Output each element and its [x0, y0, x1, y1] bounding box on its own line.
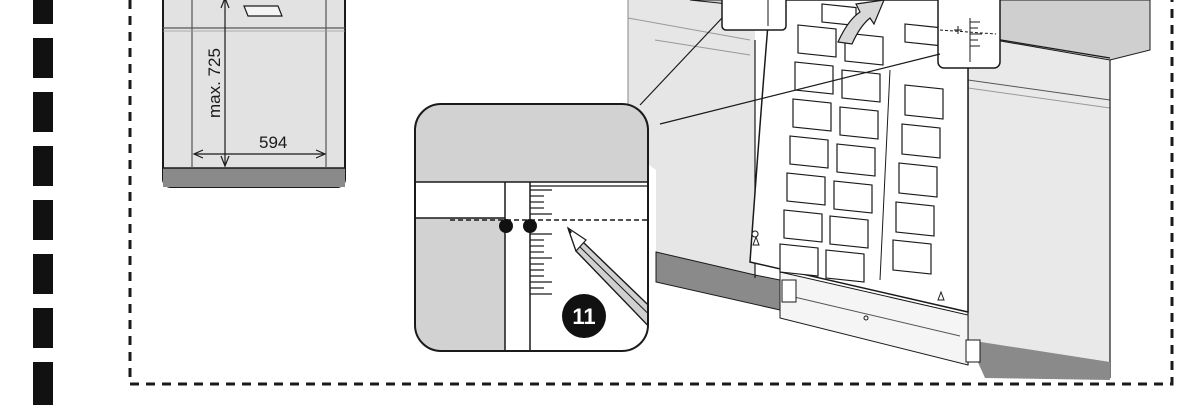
marking-point-left [499, 219, 513, 233]
cabinet-niche-diagram [162, 0, 346, 188]
step-badge [562, 294, 606, 338]
marking-point-right [523, 219, 537, 233]
height-dimension-label: max. 725 [205, 48, 224, 118]
width-dimension-label: 594 [259, 133, 287, 152]
dishwasher-installation-scene [627, 0, 1151, 380]
pencil-icon [566, 226, 648, 339]
marking-detail-panel [414, 103, 649, 352]
step-number: 11 [572, 304, 595, 329]
left-margin-bar [33, 0, 53, 405]
dashed-frame [128, 0, 1174, 386]
